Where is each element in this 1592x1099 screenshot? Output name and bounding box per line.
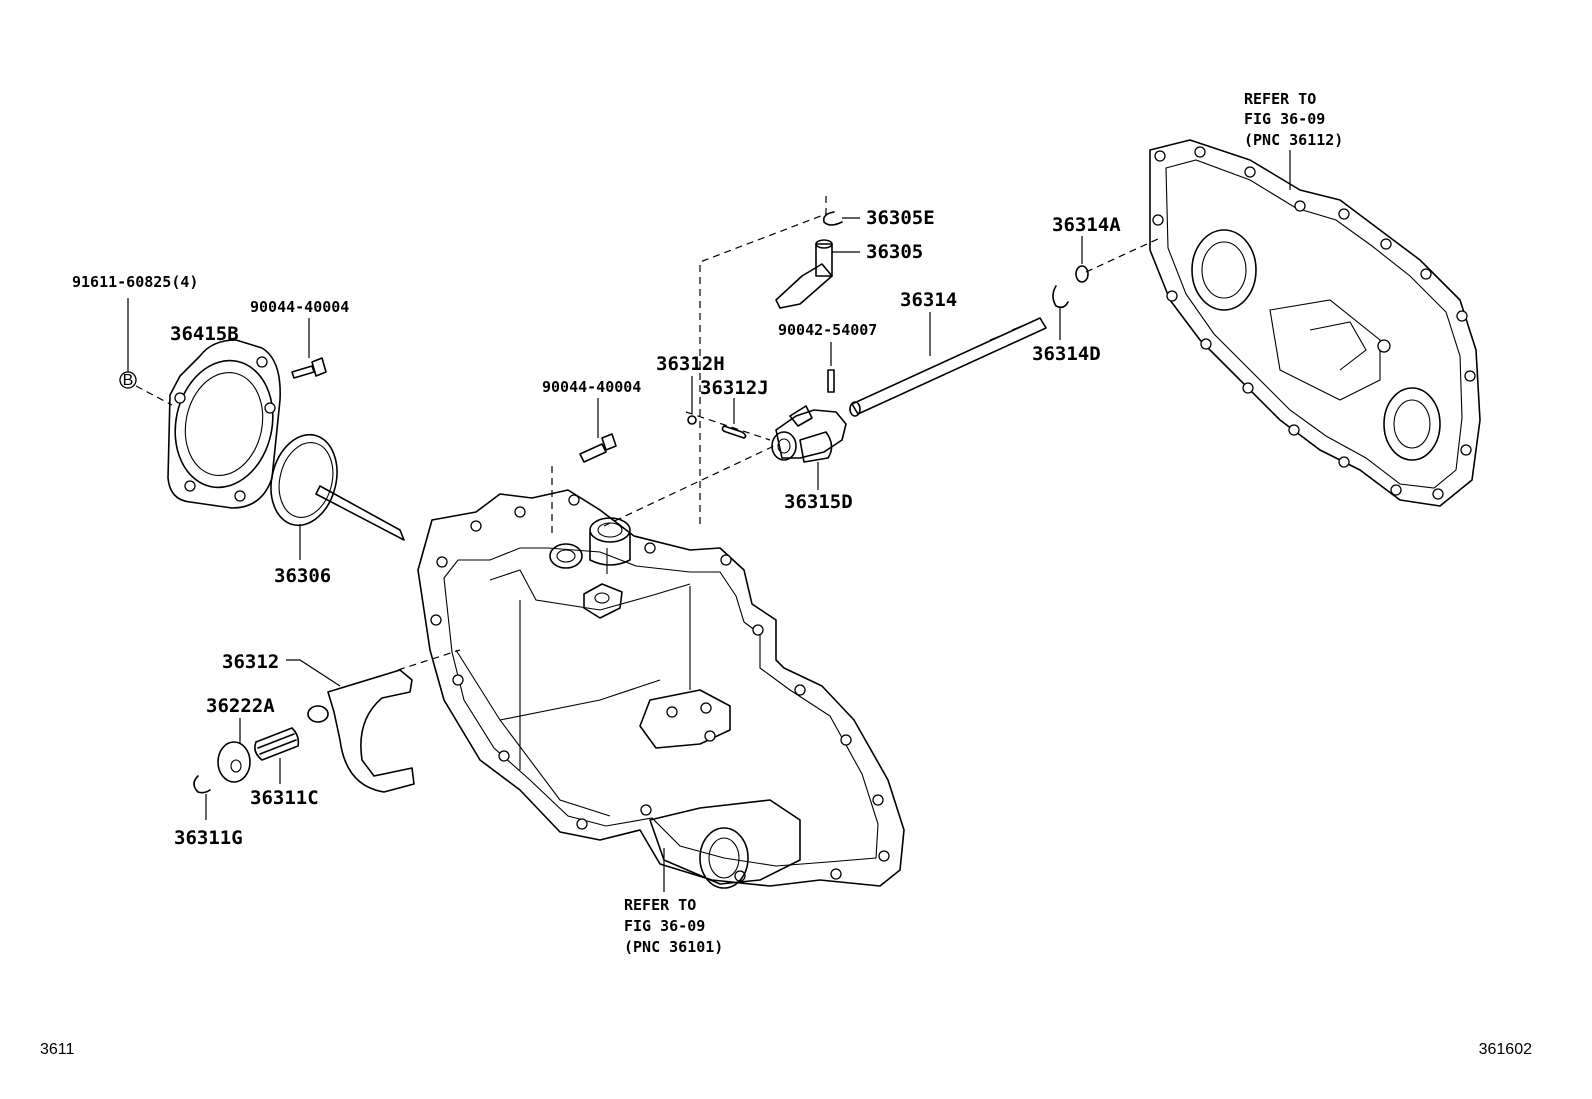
ref-bottom-line-1: REFER TO	[624, 896, 696, 914]
part-90042-pin[interactable]	[827, 342, 835, 393]
label-36306: 36306	[274, 565, 331, 587]
label-90044-40004-upper: 90044-40004	[250, 298, 349, 316]
alignment-line-ball	[685, 411, 771, 441]
marker-b-letter: B	[123, 372, 134, 389]
part-36314d-snap-ring[interactable]	[1052, 285, 1069, 340]
part-36315d-shift-head[interactable]	[771, 405, 847, 490]
label-36222a: 36222A	[206, 695, 275, 717]
reference-note-rear-housing: REFER TO FIG 36-09 (PNC 36112)	[1244, 90, 1343, 149]
part-36311g-snap-ring[interactable]	[193, 775, 211, 820]
label-36312h: 36312H	[656, 353, 725, 375]
label-36305: 36305	[866, 241, 923, 263]
ref-right-line-3: (PNC 36112)	[1244, 131, 1343, 149]
label-36312j: 36312J	[700, 377, 769, 399]
alignment-line-detent	[603, 445, 775, 527]
label-36311g: 36311G	[174, 827, 243, 849]
label-36314: 36314	[900, 289, 957, 311]
part-90044-bolt-upper[interactable]	[291, 318, 327, 379]
label-36314d: 36314D	[1032, 343, 1101, 365]
alignment-line-pin	[699, 196, 827, 524]
label-36311c: 36311C	[250, 787, 319, 809]
figure-code-left: 3611	[40, 1041, 75, 1058]
label-36305e: 36305E	[866, 207, 935, 229]
alignment-line-fork	[397, 649, 461, 671]
label-36312: 36312	[222, 651, 279, 673]
part-transfer-case-housing[interactable]	[417, 489, 905, 892]
label-36315d: 36315D	[784, 491, 853, 513]
label-90044-40004-middle: 90044-40004	[542, 378, 641, 396]
ref-right-line-1: REFER TO	[1244, 90, 1316, 108]
ref-right-line-2: FIG 36-09	[1244, 110, 1325, 128]
part-36314-shift-shaft[interactable]	[849, 312, 1047, 417]
part-36312h-ball[interactable]	[687, 376, 697, 425]
marker-b-callout: B	[119, 298, 173, 406]
figure-code-right: 361602	[1479, 1041, 1532, 1058]
reference-note-front-housing: REFER TO FIG 36-09 (PNC 36101)	[624, 896, 723, 956]
alignment-line-washer	[1085, 237, 1161, 273]
label-36314a: 36314A	[1052, 214, 1121, 236]
part-36415b-cover-plate[interactable]	[164, 339, 285, 509]
part-36305e-e-ring[interactable]	[822, 211, 860, 226]
label-91611-60825: 91611-60825(4)	[72, 273, 198, 291]
part-36312j-spring[interactable]	[721, 398, 747, 439]
part-36314a-washer[interactable]	[1075, 236, 1089, 283]
part-36311c-spring[interactable]	[254, 727, 300, 784]
part-36222a-plug[interactable]	[217, 718, 251, 783]
label-36415b: 36415B	[170, 323, 239, 345]
part-36312-shift-fork[interactable]	[286, 659, 415, 793]
part-36305-shift-lever[interactable]	[775, 239, 860, 309]
part-90044-bolt-middle[interactable]	[551, 398, 617, 538]
ref-bottom-line-3: (PNC 36101)	[624, 938, 723, 956]
part-36306-seal-shaft[interactable]	[262, 428, 405, 560]
part-transfer-case-rear-housing[interactable]	[1149, 139, 1481, 507]
ref-bottom-line-2: FIG 36-09	[624, 917, 705, 935]
label-90042-54007: 90042-54007	[778, 321, 877, 339]
